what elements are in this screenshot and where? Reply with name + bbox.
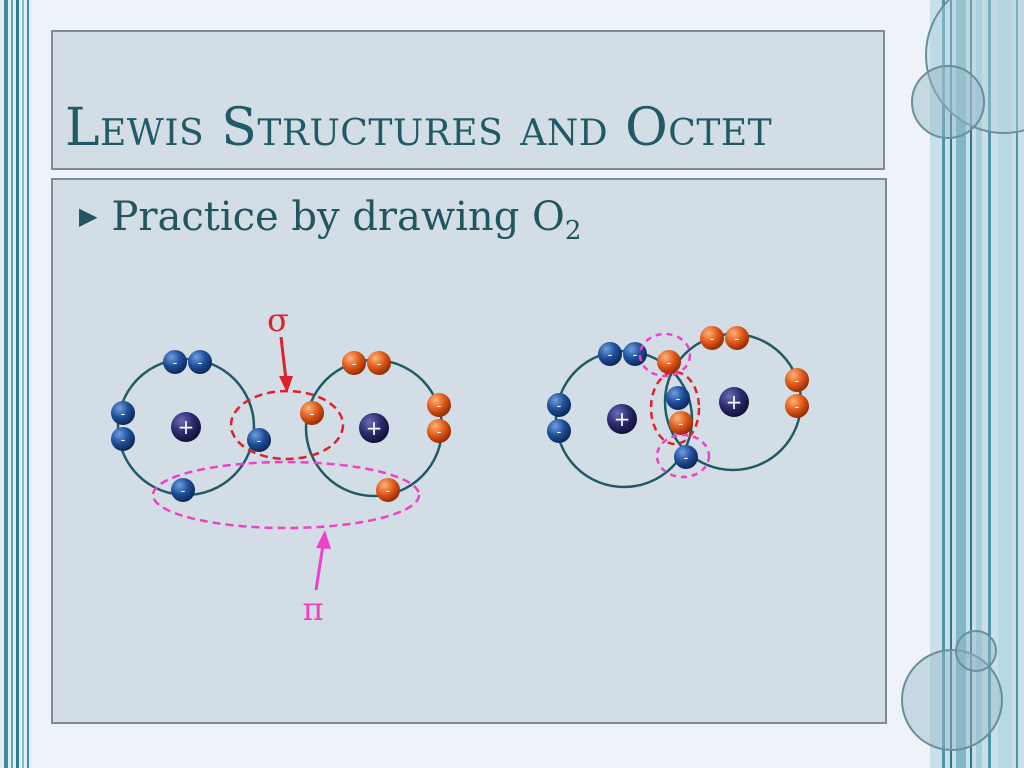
electron-orange: - [657,350,681,374]
bullet-subscript: 2 [564,216,582,246]
svg-text:-: - [667,356,672,371]
pi-bond-highlight [655,433,711,479]
electron-orange: - [785,368,809,392]
svg-text:-: - [795,400,800,415]
pi-bond-highlight [638,332,692,378]
nucleus-sign: + [178,415,195,439]
electron-orange: - [376,478,400,502]
electron-orange: - [342,351,366,375]
svg-text:-: - [377,357,382,372]
bonded-molecule-diagram: + + - - - - - - - - - - - - [547,326,809,489]
svg-text:-: - [679,417,684,432]
electron-blue: - [111,427,135,451]
bullet-text: Practice by drawing O [111,194,565,240]
bubble [901,649,1003,751]
bubble [955,630,997,672]
electron-blue: - [598,342,622,366]
electron-blue: - [163,350,187,374]
bubble [911,65,985,139]
svg-text:-: - [557,425,562,440]
electron-blue: - [247,428,271,452]
separated-atoms-diagram: + + - - - - - - - - - - - - σ π [111,301,451,628]
electron-orange: - [669,411,693,435]
pi-bond-highlight [151,460,421,530]
electron-blue: - [547,419,571,443]
pi-arrow [314,530,331,591]
electron-blue: - [666,386,690,410]
bullet-arrow-icon: ▶ [79,202,98,230]
svg-text:-: - [173,356,178,371]
svg-text:-: - [633,348,638,363]
electron-orange: - [427,393,451,417]
svg-text:-: - [352,357,357,372]
nucleus-sign: + [614,407,631,431]
svg-text:-: - [735,332,740,347]
svg-text:-: - [710,332,715,347]
sigma-label: σ [267,301,289,339]
electron-blue: - [547,393,571,417]
electron-blue: - [188,350,212,374]
electron-blue: - [674,445,698,469]
svg-text:-: - [795,374,800,389]
electron-orange: - [725,326,749,350]
content-box: ▶ Practice by drawing O2 [51,178,887,724]
svg-text:-: - [676,392,681,407]
sigma-bond-highlight [649,370,701,446]
pi-label: π [302,590,323,628]
svg-text:-: - [386,484,391,499]
left-border-stripes [0,0,32,768]
electron-blue: - [171,478,195,502]
nucleus-sign: + [366,416,383,440]
nucleus: + [171,412,201,442]
slide-title: Lewis Structures and Octet [65,98,773,158]
svg-text:-: - [437,425,442,440]
nucleus: + [359,413,389,443]
bubble [925,0,1024,134]
svg-text:-: - [181,484,186,499]
nucleus-sign: + [726,390,743,414]
svg-text:-: - [310,407,315,422]
svg-text:-: - [121,407,126,422]
svg-text:-: - [437,399,442,414]
sigma-bond-highlight [229,389,345,461]
electron-orange: - [300,401,324,425]
electron-orange: - [427,419,451,443]
sigma-arrow [279,336,293,393]
svg-text:-: - [608,348,613,363]
svg-text:-: - [121,433,126,448]
electron-blue: - [111,401,135,425]
electron-orange: - [785,394,809,418]
bullet-item: ▶ Practice by drawing O2 [79,194,581,246]
svg-text:-: - [198,356,203,371]
electron-orange: - [700,326,724,350]
title-box: Lewis Structures and Octet [51,30,885,170]
right-decoration [884,0,1024,768]
svg-text:-: - [257,434,262,449]
nucleus: + [607,404,637,434]
svg-text:-: - [557,399,562,414]
nucleus: + [719,387,749,417]
electron-orange: - [367,351,391,375]
svg-text:-: - [684,451,689,466]
